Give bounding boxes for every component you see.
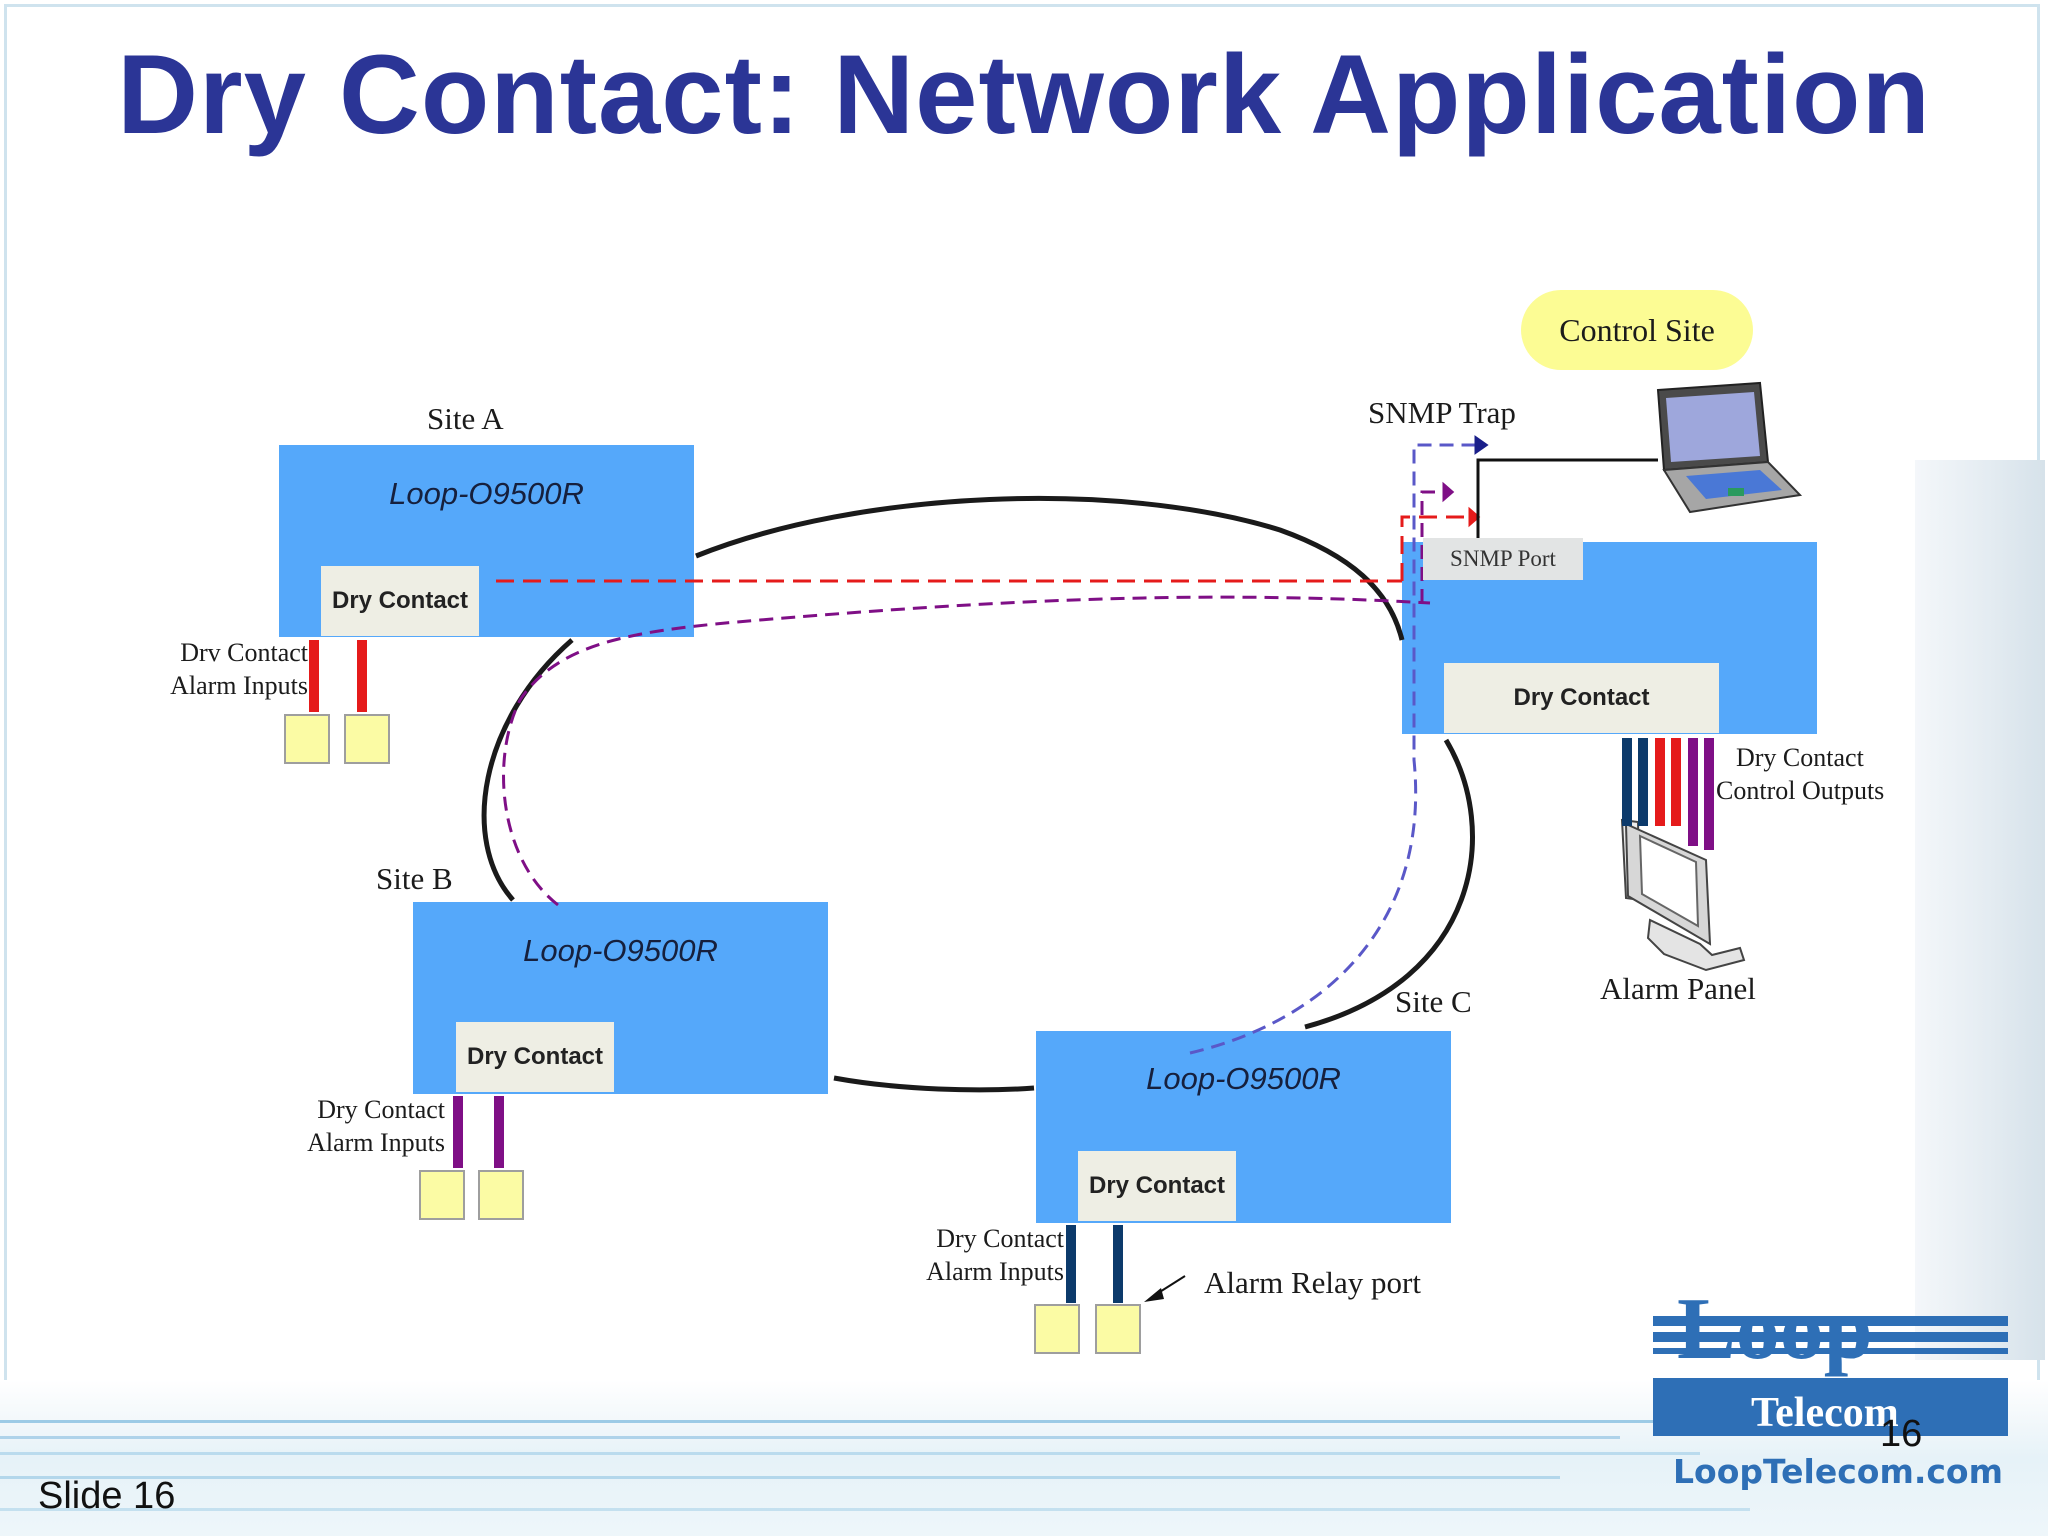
slide-label: Slide 16 bbox=[38, 1475, 176, 1517]
site-a-label: Site A bbox=[427, 401, 504, 436]
site-c-model: Loop-O9500R bbox=[1146, 1061, 1341, 1096]
site-b-inputs-line1: Dry Contact bbox=[317, 1095, 445, 1124]
purple-arrow-head bbox=[1442, 481, 1455, 503]
site-a-input-wire bbox=[357, 640, 367, 712]
red-arrow-head bbox=[1468, 506, 1481, 528]
site-a-dry-contact: Dry Contact bbox=[321, 566, 479, 636]
purple-alarm-path bbox=[502, 595, 1431, 907]
svg-text:Loop: Loop bbox=[1677, 1298, 1873, 1378]
site-b-alarm-contact bbox=[419, 1170, 465, 1220]
site-a-inputs-line2: Alarm Inputs bbox=[170, 671, 308, 701]
monitor-icon bbox=[1620, 818, 1746, 972]
site-a-inputs-label: Drv Contact Alarm Inputs bbox=[120, 636, 308, 703]
page-number: 16 bbox=[1880, 1413, 1923, 1455]
signal-paths bbox=[496, 435, 1489, 1055]
site-c-alarm-contact bbox=[1095, 1304, 1141, 1354]
site-a-alarm-contact bbox=[284, 714, 330, 764]
snmp-cable bbox=[1476, 458, 1658, 540]
blue-alarm-path bbox=[1189, 443, 1476, 1055]
site-a-inputs-line1: Drv Contact bbox=[180, 638, 308, 667]
band-stripe bbox=[0, 1436, 1620, 1439]
site-c-inputs-line1: Dry Contact bbox=[936, 1224, 1064, 1253]
control-outputs-line1: Dry Contact bbox=[1736, 743, 1864, 772]
loop-telecom-logo: Loop Telecom bbox=[1653, 1298, 2008, 1436]
site-b-label: Site B bbox=[376, 861, 453, 896]
control-site-badge: Control Site bbox=[1521, 290, 1753, 370]
site-a-model: Loop-O9500R bbox=[389, 476, 584, 511]
red-alarm-path-riser bbox=[1400, 515, 1470, 581]
site-c-inputs-label: Dry Contact Alarm Inputs bbox=[868, 1222, 1064, 1289]
right-background-panel bbox=[1915, 460, 2045, 1360]
ring-segment-control-c bbox=[1304, 738, 1475, 1030]
site-b-inputs-line2: Alarm Inputs bbox=[307, 1128, 445, 1158]
site-b-dry-contact: Dry Contact bbox=[456, 1022, 614, 1092]
control-output-wire bbox=[1704, 738, 1714, 850]
ring-segment-b-c bbox=[833, 1075, 1035, 1093]
control-output-wire bbox=[1671, 738, 1681, 826]
band-stripe bbox=[0, 1476, 1560, 1479]
snmp-port: SNMP Port bbox=[1423, 538, 1583, 580]
site-b-inputs-label: Dry Contact Alarm Inputs bbox=[255, 1093, 445, 1160]
control-outputs-line2: Control Outputs bbox=[1716, 776, 1885, 806]
ring-segment-a-b bbox=[481, 638, 574, 902]
logo-company: Telecom bbox=[1751, 1390, 1899, 1436]
control-outputs-label: Dry Contact Control Outputs bbox=[1716, 741, 1884, 808]
logo-website: LoopTelecom.com bbox=[1673, 1452, 2003, 1491]
site-a-input-wire bbox=[309, 640, 319, 712]
blue-arrow-head bbox=[1474, 435, 1489, 455]
site-b-input-wire bbox=[453, 1096, 463, 1168]
site-b-input-wire bbox=[494, 1096, 504, 1168]
site-a-alarm-contact bbox=[344, 714, 390, 764]
site-c-input-wire bbox=[1113, 1225, 1123, 1303]
band-stripe bbox=[0, 1508, 1750, 1511]
alarm-panel-label: Alarm Panel bbox=[1600, 971, 1756, 1006]
control-dry-contact: Dry Contact bbox=[1444, 663, 1719, 733]
snmp-trap-label: SNMP Trap bbox=[1368, 395, 1516, 430]
purple-alarm-path-riser bbox=[1420, 490, 1444, 603]
laptop-icon bbox=[1656, 381, 1803, 514]
control-output-wire bbox=[1622, 738, 1632, 826]
band-stripe bbox=[0, 1452, 1700, 1455]
network-ring bbox=[481, 496, 1475, 1093]
site-c-alarm-contact bbox=[1034, 1304, 1080, 1354]
control-output-wire bbox=[1688, 738, 1698, 846]
site-c-inputs-line2: Alarm Inputs bbox=[926, 1257, 1064, 1287]
band-stripe bbox=[0, 1420, 1860, 1423]
site-b-model: Loop-O9500R bbox=[523, 933, 718, 968]
site-c-input-wire bbox=[1066, 1225, 1076, 1303]
ring-segment-a-control bbox=[695, 496, 1405, 641]
slide-title: Dry Contact: Network Application bbox=[117, 32, 1931, 157]
alarm-relay-arrow bbox=[1144, 1275, 1186, 1302]
alarm-relay-port-label: Alarm Relay port bbox=[1204, 1265, 1421, 1300]
site-b-alarm-contact bbox=[478, 1170, 524, 1220]
control-output-wire bbox=[1655, 738, 1665, 826]
control-output-wire bbox=[1638, 738, 1648, 826]
site-c-dry-contact: Dry Contact bbox=[1078, 1151, 1236, 1221]
site-c-label: Site C bbox=[1395, 984, 1472, 1019]
